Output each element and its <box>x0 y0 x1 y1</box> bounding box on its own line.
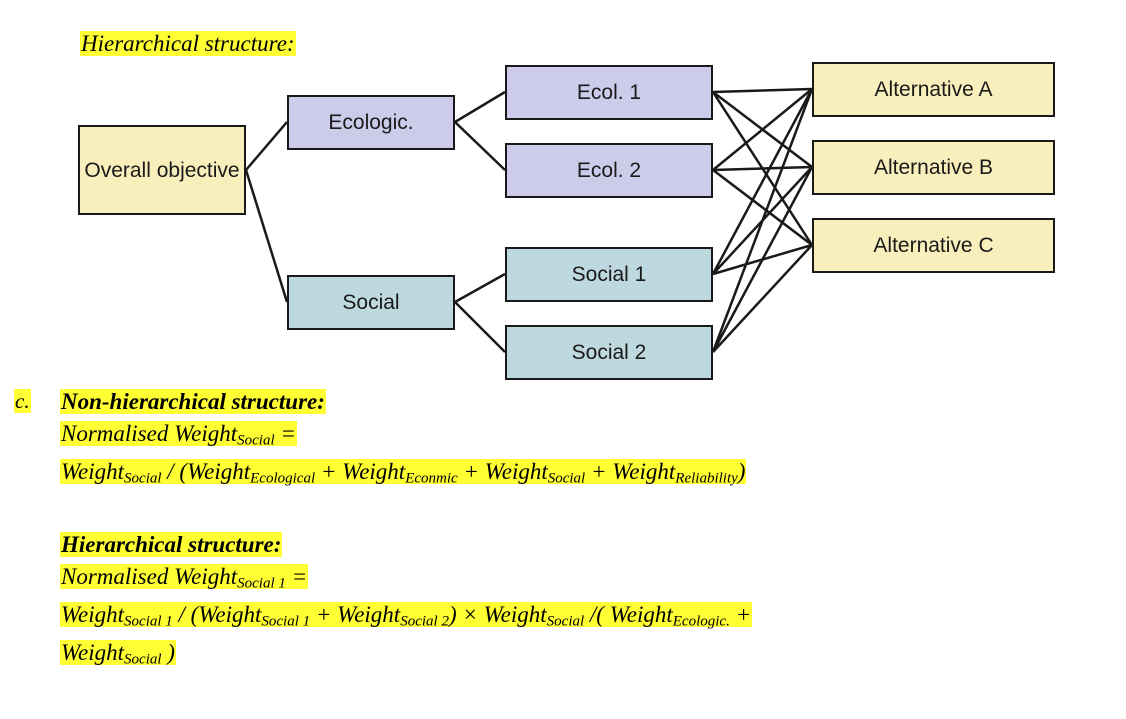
formula-term: + Weight <box>457 459 548 485</box>
formula-line-text: WeightSocial / (WeightEcological + Weigh… <box>60 459 747 487</box>
node-ecol-1[interactable]: Ecol. 1 <box>505 65 713 120</box>
formula-term: / (Weight <box>161 459 251 485</box>
list-marker: c. <box>14 386 31 416</box>
formula-subscript: Econmic <box>405 470 458 487</box>
edge-goal-ecologic <box>245 121 288 171</box>
edge-social1-altA <box>711 88 814 275</box>
formula-term: /( Weight <box>584 601 673 627</box>
hierarchy-diagram: Overall objective Ecologic. Social Ecol.… <box>0 55 1126 385</box>
formula-line-text: WeightSocial ) <box>60 640 176 668</box>
node-ecologic[interactable]: Ecologic. <box>287 95 455 150</box>
formula-section-title: Non-hierarchical structure: <box>60 386 1116 418</box>
formula-line-text: Normalised WeightSocial 1 = <box>60 563 309 591</box>
formula-term: Weight <box>61 601 125 627</box>
diagram-caption: Hierarchical structure: <box>80 30 296 58</box>
formula-term: Normalised Weight <box>61 563 238 589</box>
edge-ecol2-altA <box>712 88 813 171</box>
formula-term: ) <box>161 640 175 666</box>
formula-term: ) <box>737 459 746 485</box>
formula-subscript: Social <box>547 470 586 487</box>
formula-line: Normalised WeightSocial 1 = <box>60 561 1116 599</box>
formula-subscript: Social <box>124 470 162 487</box>
formula-section: Hierarchical structure: Normalised Weight… <box>0 529 1126 676</box>
formula-subscript: Social 1 <box>261 613 311 630</box>
edge-ecol1-altA <box>712 87 813 94</box>
formula-section-body: Non-hierarchical structure: Normalised We… <box>60 386 1126 495</box>
formula-section-body: Hierarchical structure: Normalised Weight… <box>60 529 1126 676</box>
edge-ecologic-ecol2 <box>454 121 506 171</box>
formula-subscript: Reliability <box>675 470 738 487</box>
edge-ecologic-ecol1 <box>454 90 506 124</box>
edge-ecol2-altB <box>712 165 813 172</box>
formula-section-title: Hierarchical structure: <box>60 529 1116 561</box>
edge-ecol2-altC <box>712 169 813 246</box>
edge-social2-altA <box>711 88 814 353</box>
list-marker-text: c. <box>14 389 31 413</box>
node-alternative-b[interactable]: Alternative B <box>812 140 1055 195</box>
formula-section-title-text: Hierarchical structure: <box>60 531 283 557</box>
node-social[interactable]: Social <box>287 275 455 330</box>
formula-subscript: Social 1 <box>124 613 173 630</box>
formula-line: Normalised WeightSocial = <box>60 418 1116 456</box>
node-alternative-a[interactable]: Alternative A <box>812 62 1055 117</box>
formula-line: WeightSocial 1 / (WeightSocial 1 + Weigh… <box>60 599 1116 637</box>
formula-subscript: Social <box>124 651 162 668</box>
node-alternative-c[interactable]: Alternative C <box>812 218 1055 273</box>
node-social-2[interactable]: Social 2 <box>505 325 713 380</box>
formula-term: Weight <box>61 459 125 485</box>
diagram-edges <box>244 87 814 353</box>
edge-social2-altC <box>712 244 813 353</box>
formula-term: + Weight <box>585 459 676 485</box>
diagram-caption-text: Hierarchical structure: <box>80 31 296 56</box>
formula-line: WeightSocial / (WeightEcological + Weigh… <box>60 456 1116 494</box>
formula-subscript: Ecological <box>250 470 316 487</box>
formula-subscript: Social 1 <box>237 574 286 591</box>
node-overall-objective[interactable]: Overall objective <box>78 125 246 215</box>
edge-goal-social <box>244 169 289 303</box>
formula-block: c. Non-hierarchical structure: Normalised … <box>0 386 1126 675</box>
node-ecol-2[interactable]: Ecol. 2 <box>505 143 713 198</box>
formula-term: = <box>285 563 308 589</box>
formula-term: + <box>729 601 752 627</box>
edge-social-social1 <box>454 272 506 304</box>
formula-subscript: Social <box>546 613 585 630</box>
node-social-1[interactable]: Social 1 <box>505 247 713 302</box>
formula-term: = <box>274 421 296 446</box>
edge-social2-altB <box>711 166 814 353</box>
formula-subscript: Ecologic. <box>672 613 730 630</box>
formula-line-text: WeightSocial 1 / (WeightSocial 1 + Weigh… <box>60 601 753 630</box>
formula-line: WeightSocial ) <box>60 637 1116 675</box>
formula-section: c. Non-hierarchical structure: Normalised … <box>0 386 1126 495</box>
formula-term: ) × Weight <box>448 601 547 627</box>
edge-social-social2 <box>454 301 506 353</box>
formula-term: + Weight <box>310 601 401 627</box>
formula-term: / (Weight <box>172 601 262 627</box>
formula-subscript: Social 2 <box>400 613 449 630</box>
formula-subscript: Social <box>237 432 275 449</box>
formula-line-text: Normalised WeightSocial = <box>60 421 297 449</box>
formula-section-title-text: Non-hierarchical structure: <box>60 389 326 414</box>
formula-term: Normalised Weight <box>61 421 238 446</box>
section-spacer <box>0 495 1126 529</box>
formula-term: Weight <box>61 640 125 666</box>
formula-term: + Weight <box>315 459 406 485</box>
